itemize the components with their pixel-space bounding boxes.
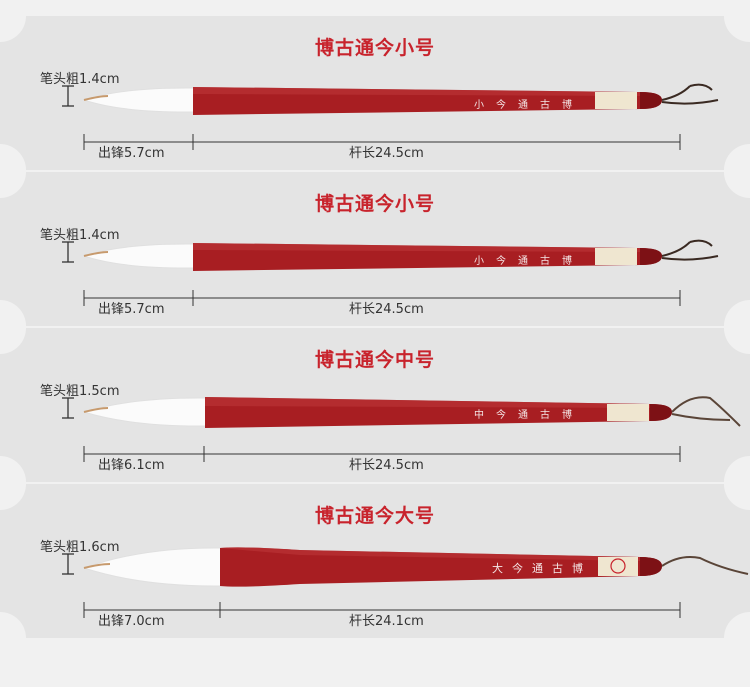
inscription-char: 今 [496, 408, 506, 421]
brush-illustration: 博 古 通 今 大 [62, 547, 749, 618]
brush-panel-medium: 博古通今中号 笔头粗1.5cm 博 古 通 今 中 出锋6.1cm 杆长24.5… [0, 328, 750, 482]
inscription-char: 博 [572, 562, 583, 575]
seal-icon [610, 558, 626, 574]
panel-title: 博古通今小号 [314, 193, 435, 215]
brush-panel-small-1: 博古通今小号 笔头粗1.4cm 博 古 通 今 小 [0, 16, 750, 170]
inscription-char: 古 [540, 98, 550, 111]
inscription-char: 通 [518, 409, 528, 421]
head-width-marker [62, 241, 74, 263]
bristle-tip [82, 243, 195, 269]
inscription-char: 通 [532, 562, 543, 575]
inscription-char: 博 [562, 98, 572, 111]
inscription-char: 通 [518, 255, 528, 267]
hanging-cord [661, 83, 719, 105]
panel-title: 博古通今大号 [314, 505, 435, 527]
shaft-length-label: 杆长24.5cm [349, 458, 424, 473]
hanging-cord [671, 396, 741, 427]
head-width-label: 笔头粗1.4cm [40, 228, 120, 243]
panel-title: 博古通今小号 [314, 37, 435, 59]
bristle-tip [82, 397, 207, 427]
head-width-label: 笔头粗1.4cm [40, 72, 120, 87]
inscription-char: 古 [540, 254, 550, 267]
inscription-char: 小 [474, 255, 484, 267]
inscription-char: 博 [562, 254, 572, 267]
head-width-label: 笔头粗1.5cm [40, 384, 120, 399]
hanging-cord [661, 239, 719, 261]
inscription-char: 中 [474, 408, 484, 421]
inscription-char: 古 [552, 562, 563, 575]
brush-panel-large: 博古通今大号 笔头粗1.6cm 博 古 通 今 大 出锋7.0cm 杆长24. [0, 484, 750, 638]
head-width-marker [62, 553, 74, 575]
inscription-char: 通 [518, 99, 528, 111]
inscription-char: 今 [496, 254, 506, 267]
shaft-length-label: 杆长24.5cm [349, 302, 424, 317]
hanging-cord [661, 556, 749, 575]
shaft-length-label: 杆长24.1cm [349, 614, 424, 629]
tip-length-label: 出锋5.7cm [98, 302, 165, 317]
head-width-marker [62, 397, 74, 419]
brush-illustration: 博 古 通 今 小 [62, 239, 719, 306]
inscription-char: 今 [496, 98, 506, 111]
tip-length-label: 出锋5.7cm [98, 146, 165, 161]
head-width-marker [62, 85, 74, 107]
inscription-char: 博 [562, 408, 572, 421]
brush-panel-small-2: 博古通今小号 笔头粗1.4cm 博 古 通 今 小 出锋5.7cm 杆长24.5… [0, 172, 750, 326]
brush-illustration: 博 古 通 今 中 [62, 396, 741, 462]
tip-length-label: 出锋7.0cm [98, 614, 165, 629]
head-width-label: 笔头粗1.6cm [40, 540, 120, 555]
inscription-char: 今 [512, 561, 523, 575]
bristle-tip [82, 547, 223, 587]
shaft-length-label: 杆长24.5cm [349, 146, 424, 161]
inscription-char: 小 [474, 99, 484, 111]
brush-illustration: 博 古 通 今 小 [62, 83, 719, 150]
inscription-char: 大 [492, 561, 503, 575]
inscription-char: 古 [540, 408, 550, 421]
bristle-tip [82, 87, 195, 113]
tip-length-label: 出锋6.1cm [98, 458, 165, 473]
panel-title: 博古通今中号 [314, 349, 435, 371]
